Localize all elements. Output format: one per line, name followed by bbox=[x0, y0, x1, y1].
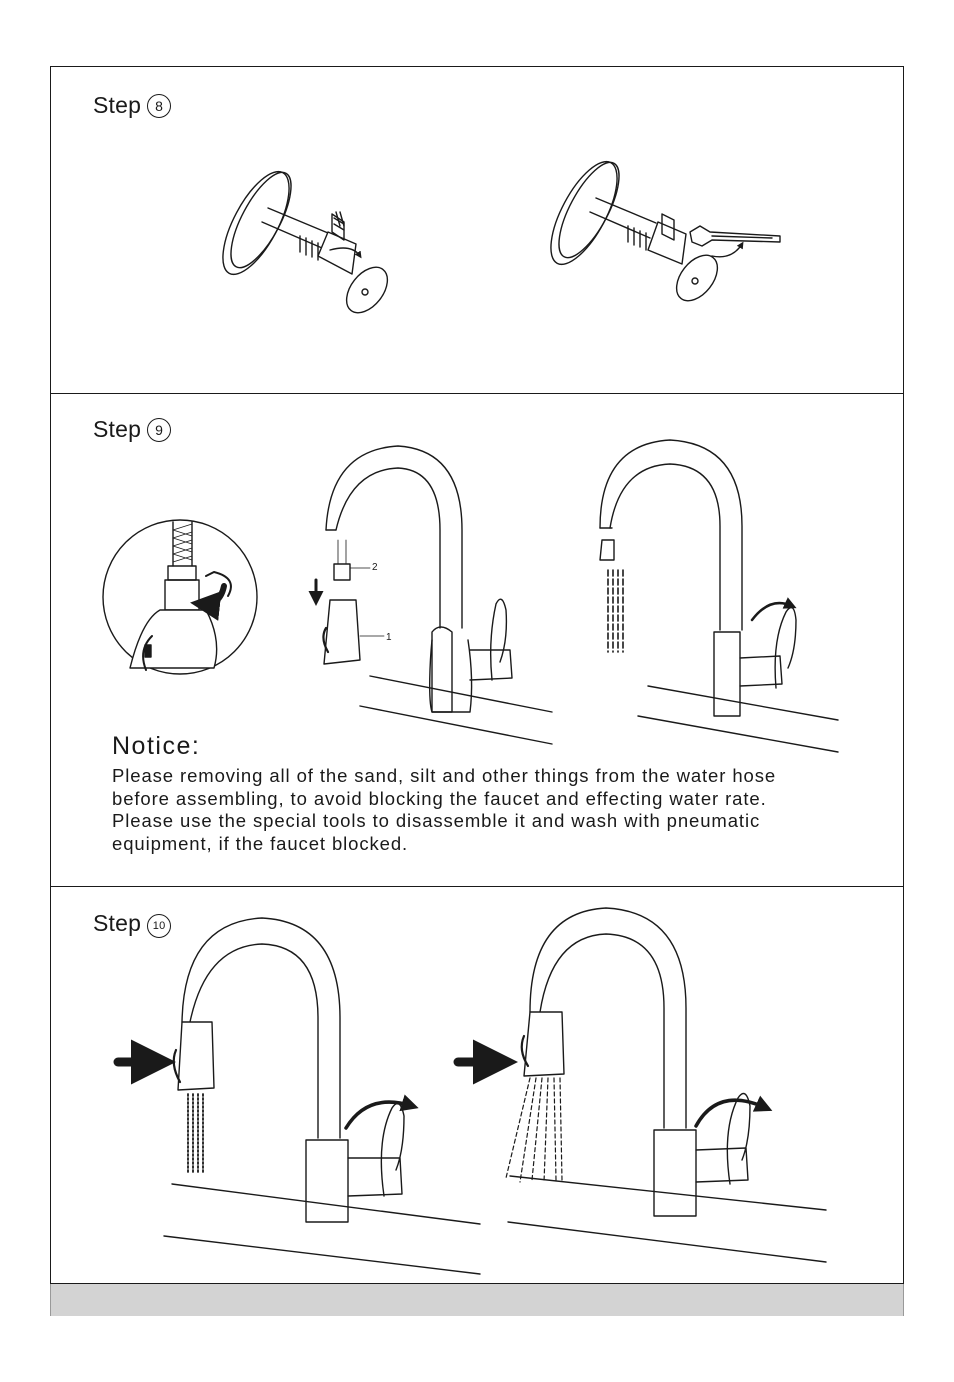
notice-text: Please removing all of the sand, silt an… bbox=[112, 765, 872, 855]
callout-label-1: 1 bbox=[386, 632, 392, 643]
section-divider bbox=[50, 886, 904, 887]
step-label: Step bbox=[93, 910, 142, 936]
faucet-spray-button-icon bbox=[458, 908, 826, 1262]
notice-title: Notice: bbox=[112, 732, 201, 760]
step-number: 9 bbox=[147, 418, 172, 442]
step-label: Step bbox=[93, 92, 142, 118]
step-label: Step bbox=[93, 416, 142, 442]
section-divider bbox=[50, 393, 904, 394]
faucet-stream-button-icon bbox=[118, 918, 480, 1274]
step-number: 10 bbox=[147, 914, 172, 938]
step-number: 8 bbox=[147, 94, 172, 118]
footer-bar bbox=[50, 1284, 904, 1316]
callout-label-2: 2 bbox=[372, 562, 378, 573]
shutoff-valve-wrench-icon bbox=[538, 152, 780, 308]
notice-line: Please removing all of the sand, silt an… bbox=[112, 765, 777, 786]
notice-line: before assembling, to avoid blocking the… bbox=[112, 787, 767, 809]
faucet-stream-flow-icon bbox=[600, 440, 838, 752]
notice-line: Please use the special tools to disassem… bbox=[112, 810, 761, 831]
sprayhead-attach-icon bbox=[308, 446, 552, 744]
page-frame bbox=[50, 66, 904, 1284]
hose-connection-magnifier-icon bbox=[103, 520, 257, 674]
notice-line: equipment, if the faucet blocked. bbox=[112, 832, 409, 854]
shutoff-valve-hand-tighten-icon bbox=[210, 162, 396, 320]
